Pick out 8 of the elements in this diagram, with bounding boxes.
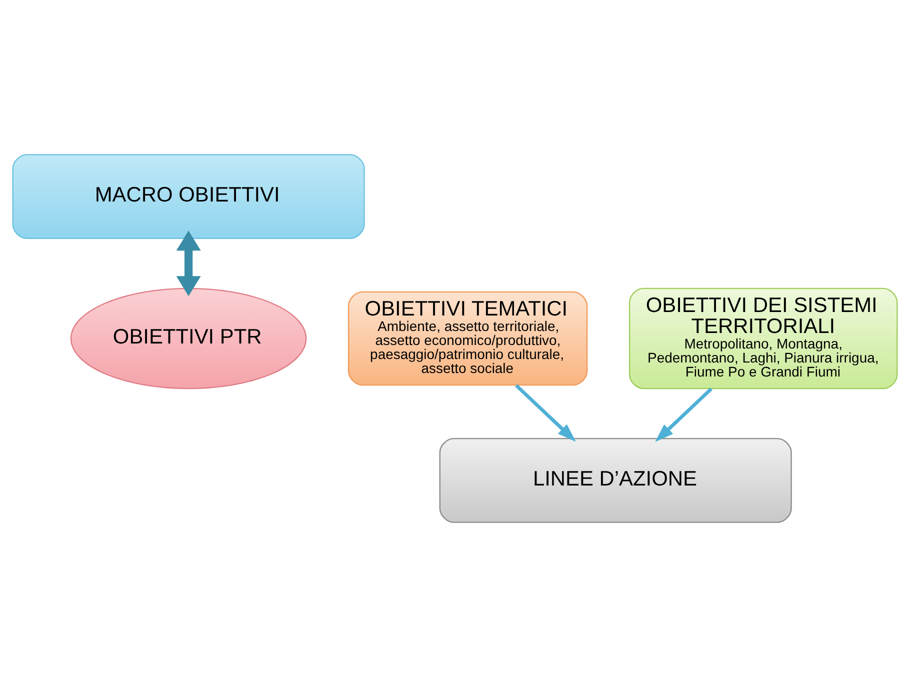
node-box: OBIETTIVI TEMATICI Ambiente, assetto territoriale, assetto economico/produttivo, paesaggio/patrimonio culturale, assetto sociale (348, 291, 588, 386)
node-box: OBIETTIVI DEI SISTEMI TERRITORIALI Metropolitano, Montagna, Pedemontano, Laghi, Pianura irrigua, Fiume Po e Grandi Fiumi (628, 288, 898, 390)
arrow (514, 384, 576, 442)
node-box: MACRO OBIETTIVI (12, 154, 365, 240)
node-box: LINEE D’AZIONE (439, 438, 792, 523)
node-ellipse: OBIETTIVI PTR (70, 288, 307, 390)
arrow (176, 230, 201, 296)
arrow (655, 388, 712, 442)
